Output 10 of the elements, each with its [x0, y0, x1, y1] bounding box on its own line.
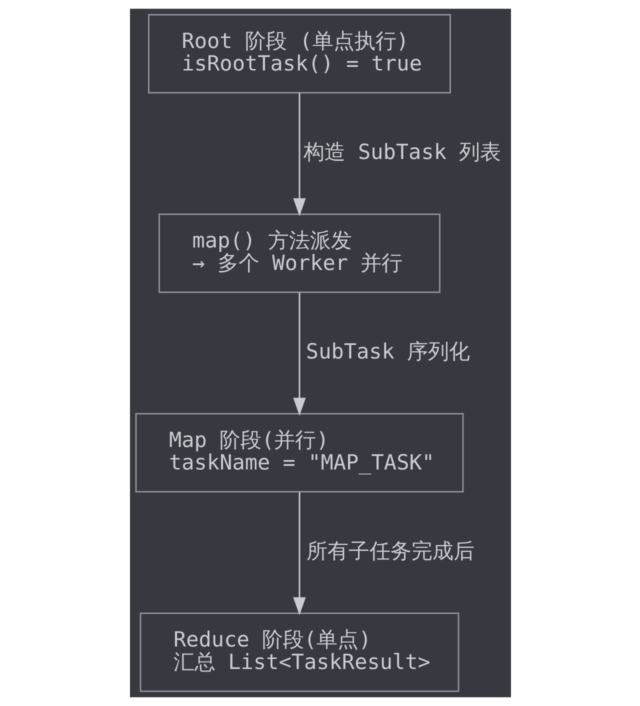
node-box: Map 阶段(并行) taskName = "MAP_TASK"	[134, 413, 464, 492]
arrow	[292, 93, 306, 216]
edge-label: 所有子任务完成后	[306, 539, 474, 564]
node-box: Reduce 阶段(单点) 汇总 List<TaskResult>	[139, 612, 459, 692]
node-box: Root 阶段 (单点执行) isRootTask() = true	[148, 14, 450, 94]
arrow	[292, 492, 306, 616]
edge-label: SubTask 序列化	[305, 340, 470, 364]
node-box: map() 方法派发 → 多个 Worker 并行	[158, 214, 440, 293]
edge-label: 构造 SubTask 列表	[302, 140, 501, 164]
arrow	[292, 292, 306, 416]
